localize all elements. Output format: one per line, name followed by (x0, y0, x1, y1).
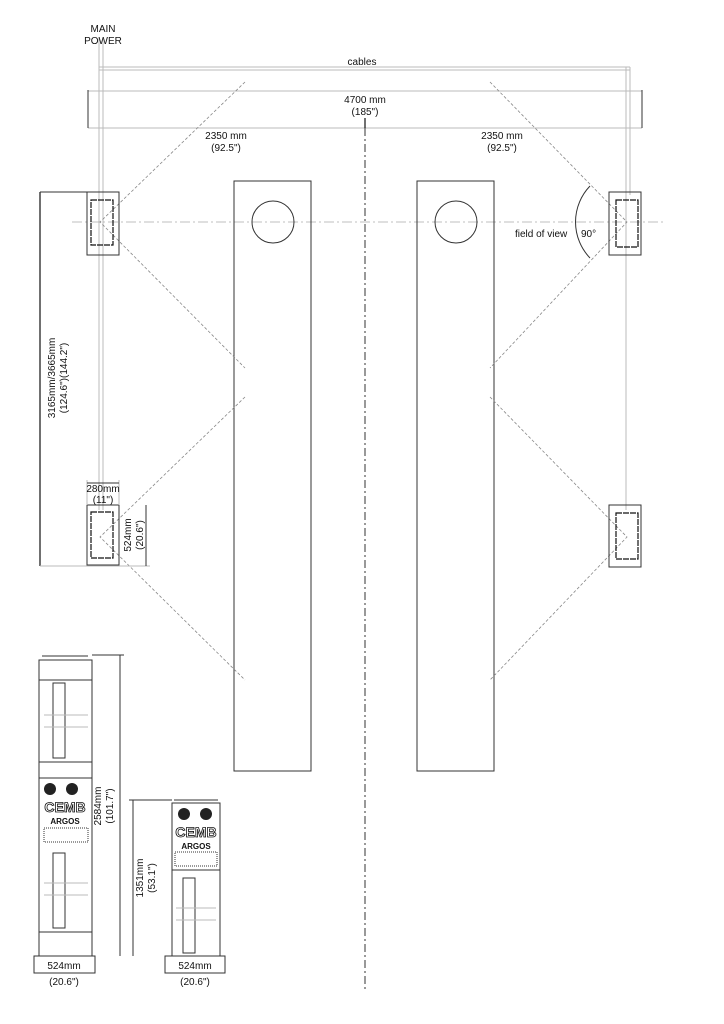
height-mm: 3165mm/3665mm (47, 338, 58, 419)
tall-cabinet-height-mm: 2584mm (93, 787, 104, 826)
argos-logo: ARGOS (181, 842, 211, 851)
cemb-logo: CEMB (175, 824, 216, 840)
sensor-unit-left-bottom (86, 504, 120, 566)
panel-circle-left (251, 200, 295, 244)
fan-icon (178, 808, 190, 820)
short-cabinet-height-in: (53.1") (147, 863, 158, 893)
tall-cabinet-width-mm: 524mm (47, 961, 80, 972)
panel-circle-right (434, 200, 478, 244)
height-dimension (39, 191, 150, 567)
field-of-view-label: field of view (515, 229, 568, 240)
unit-depth-mm: 524mm (123, 518, 134, 551)
height-in: (124.6")(144.2") (59, 343, 70, 413)
argos-logo: ARGOS (50, 817, 80, 826)
fan-icon (66, 783, 78, 795)
short-cabinet-width-mm: 524mm (178, 961, 211, 972)
short-cabinet-height-mm: 1351mm (135, 859, 146, 898)
tall-cabinet: CEMB ARGOS (33, 654, 124, 974)
tall-cabinet-width-in: (20.6") (49, 977, 79, 988)
tall-cabinet-height-in: (101.7") (105, 788, 116, 823)
left-gate-panel (233, 180, 312, 772)
fov-arc (575, 185, 591, 259)
main-power-label: MAIN (91, 24, 116, 35)
vent-grille (174, 851, 218, 867)
half-width-right-mm: 2350 mm (481, 131, 523, 142)
main-power-label-2: POWER (84, 36, 122, 47)
right-gate-panel (416, 180, 495, 772)
sensor-unit-right-top (608, 191, 642, 256)
fov-angle-label: 90° (581, 229, 596, 240)
short-cabinet-width-in: (20.6") (180, 977, 210, 988)
half-width-left-in: (92.5") (211, 143, 241, 154)
short-cabinet: CEMB ARGOS (129, 799, 226, 974)
vent-grille (43, 827, 89, 843)
half-width-right-in: (92.5") (487, 143, 517, 154)
sensor-unit-right-bottom (608, 504, 642, 568)
width-dimensions (87, 90, 643, 990)
sensor-unit-left-top (86, 191, 120, 256)
unit-width-in: (11") (93, 495, 114, 506)
fan-icon (200, 808, 212, 820)
fan-icon (44, 783, 56, 795)
unit-depth-in: (20.6") (135, 520, 146, 550)
cemb-logo: CEMB (44, 799, 85, 815)
total-width-in: (185") (352, 107, 379, 118)
unit-width-mm: 280mm (86, 484, 119, 495)
cables-label: cables (348, 57, 377, 68)
half-width-left-mm: 2350 mm (205, 131, 247, 142)
cable-routing (98, 38, 631, 510)
field-of-view-lines (99, 81, 628, 681)
total-width-mm: 4700 mm (344, 95, 386, 106)
